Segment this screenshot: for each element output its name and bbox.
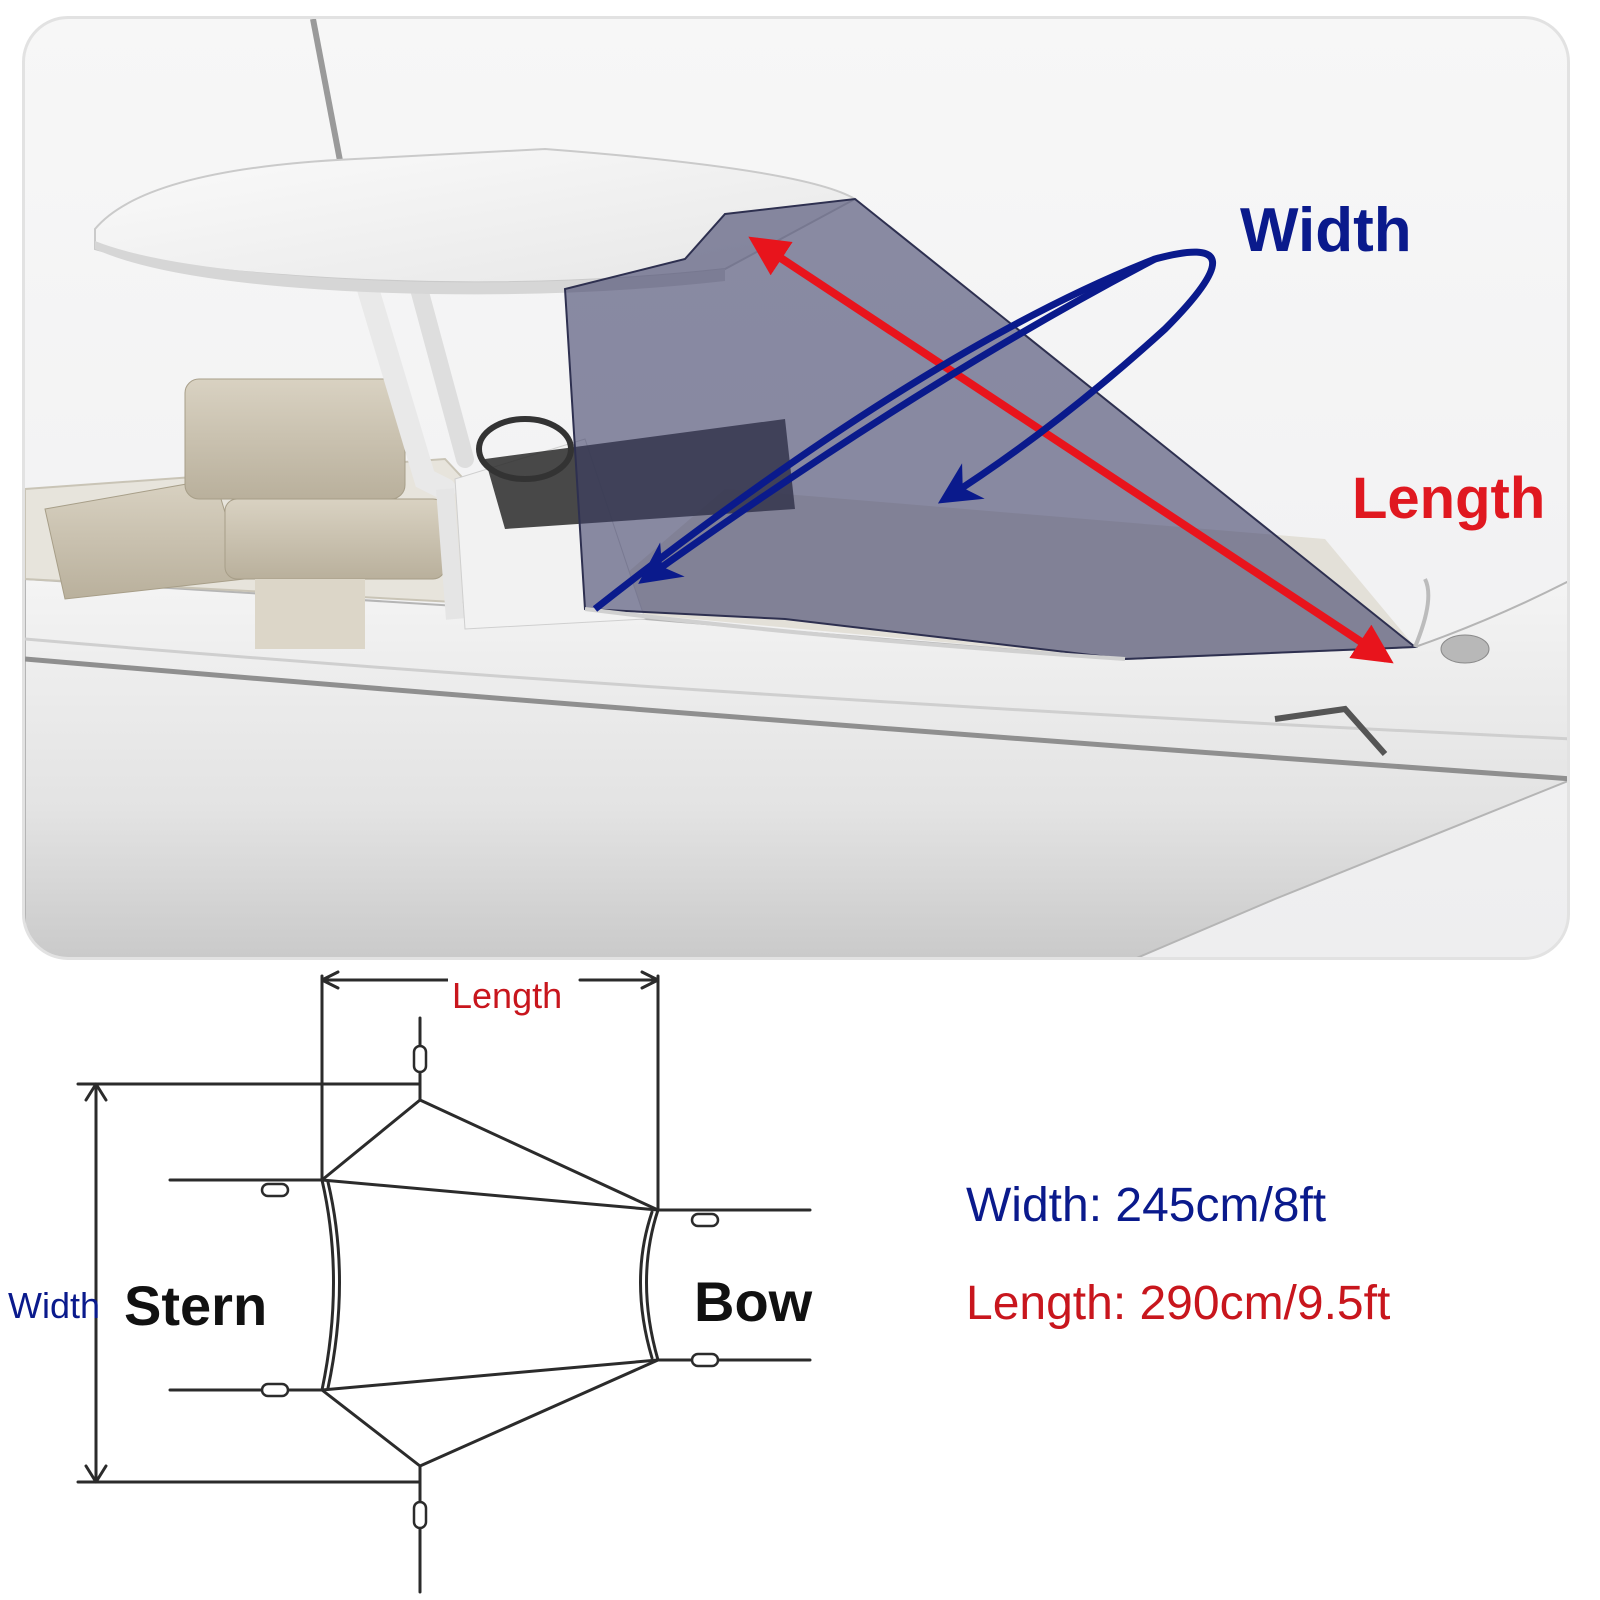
bow-label: Bow <box>694 1270 813 1333</box>
width-arrow-inner <box>638 255 1157 584</box>
steering-wheel <box>476 416 574 482</box>
stern-label: Stern <box>124 1274 268 1337</box>
bow-frame-inner <box>639 1210 654 1360</box>
buckle-stern-bottom <box>260 1382 290 1398</box>
stern-bow-frame <box>320 1178 335 1392</box>
ttop-pole-lower <box>436 488 464 620</box>
buckle-bow-top <box>690 1212 720 1228</box>
boat-hull <box>25 577 1567 957</box>
length-arrow <box>748 236 1394 664</box>
photo-length-label: Length <box>1352 466 1546 531</box>
hull-rail <box>25 637 1567 741</box>
stern-bow-frame-inner <box>326 1180 341 1390</box>
photo-width-label: Width <box>1240 196 1412 265</box>
bow-frame <box>645 1208 660 1362</box>
bottom-struts <box>320 1358 660 1468</box>
top-struts <box>320 1098 660 1212</box>
length-spec: Length: 290cm/9.5ft <box>966 1277 1391 1330</box>
bow-rail <box>1413 578 1431 648</box>
bow-cleat <box>1440 634 1490 664</box>
seat-base <box>255 579 365 649</box>
helm-seat-cushion <box>224 498 446 580</box>
diagram-length-label: Length <box>448 978 567 1014</box>
helm-seat-back <box>184 378 406 500</box>
strap-buckles <box>260 1044 720 1530</box>
frame-diagram <box>76 970 812 1594</box>
boat-photo-panel <box>22 16 1570 960</box>
cross-straps <box>320 1178 660 1392</box>
buckle-top <box>412 1044 428 1074</box>
ttop-pole-right <box>406 265 474 468</box>
ttop-roof-edge <box>95 241 725 295</box>
length-dim-arrows <box>320 970 660 990</box>
ttop-pole-left <box>354 268 456 500</box>
buckle-stern-top <box>260 1182 290 1198</box>
boat-illustration <box>25 19 1567 957</box>
buckle-bottom <box>412 1500 428 1530</box>
buckle-bow-bottom <box>690 1352 720 1368</box>
width-arrow-loop <box>592 248 1216 612</box>
width-spec: Width: 245cm/8ft <box>966 1179 1327 1232</box>
diagram-width-label: Width <box>8 1285 101 1326</box>
anchor-hardware <box>1274 705 1388 756</box>
hull-stripe <box>25 656 1567 782</box>
